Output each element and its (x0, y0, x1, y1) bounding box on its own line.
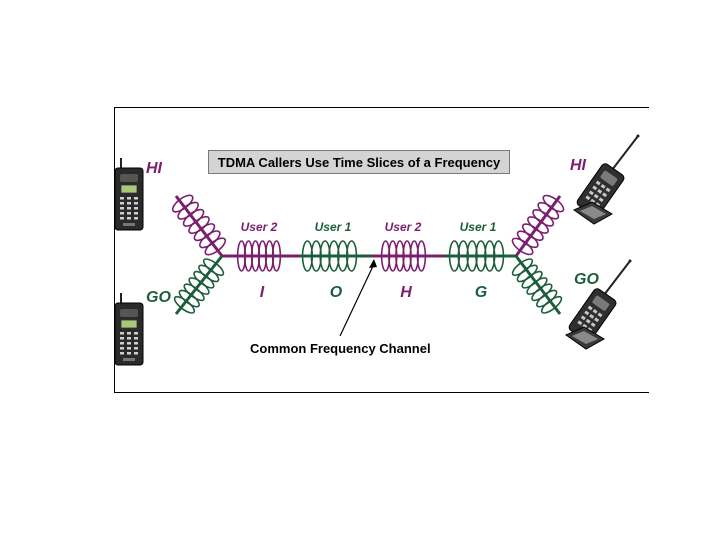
right-top-caller-label: HI (570, 157, 587, 174)
right-bottom-caller-label: GO (574, 271, 599, 288)
slot-wave (301, 240, 358, 272)
left-bottom-phone-icon (114, 292, 144, 366)
left-top-phone-icon (114, 157, 144, 231)
right-go-wave (511, 258, 563, 314)
left-bottom-caller-label: GO (146, 289, 171, 306)
slot-letter-label: H (400, 284, 412, 301)
slot-user-label: User 2 (241, 220, 278, 234)
left-hi-wave (171, 194, 227, 256)
slot-wave (236, 240, 282, 272)
right-top-phone-icon (573, 133, 641, 225)
common-channel (171, 194, 565, 315)
right-branch-go (514, 255, 562, 315)
slot-labels: User 2 I User 1 O User 2 H User 1 G (241, 220, 497, 301)
slot-user-label: User 1 (460, 220, 497, 234)
right-branch-hi (514, 195, 562, 257)
left-branch-hi (174, 195, 224, 257)
slot-user-label: User 2 (385, 220, 422, 234)
left-go-wave (173, 258, 225, 314)
slot-user-label: User 1 (315, 220, 352, 234)
left-top-caller-label: HI (146, 160, 163, 177)
slot-wave (380, 240, 427, 272)
diagram-title: TDMA Callers Use Time Slices of a Freque… (208, 150, 510, 174)
slot-wave (448, 240, 505, 272)
slot-letter-label: O (330, 284, 343, 301)
left-branch-go (174, 255, 224, 315)
caption-arrow (339, 259, 377, 337)
channel-caption: Common Frequency Channel (250, 341, 431, 356)
slot-letter-label: I (260, 284, 265, 301)
right-hi-wave (511, 194, 565, 256)
slot-letter-label: G (475, 284, 487, 301)
